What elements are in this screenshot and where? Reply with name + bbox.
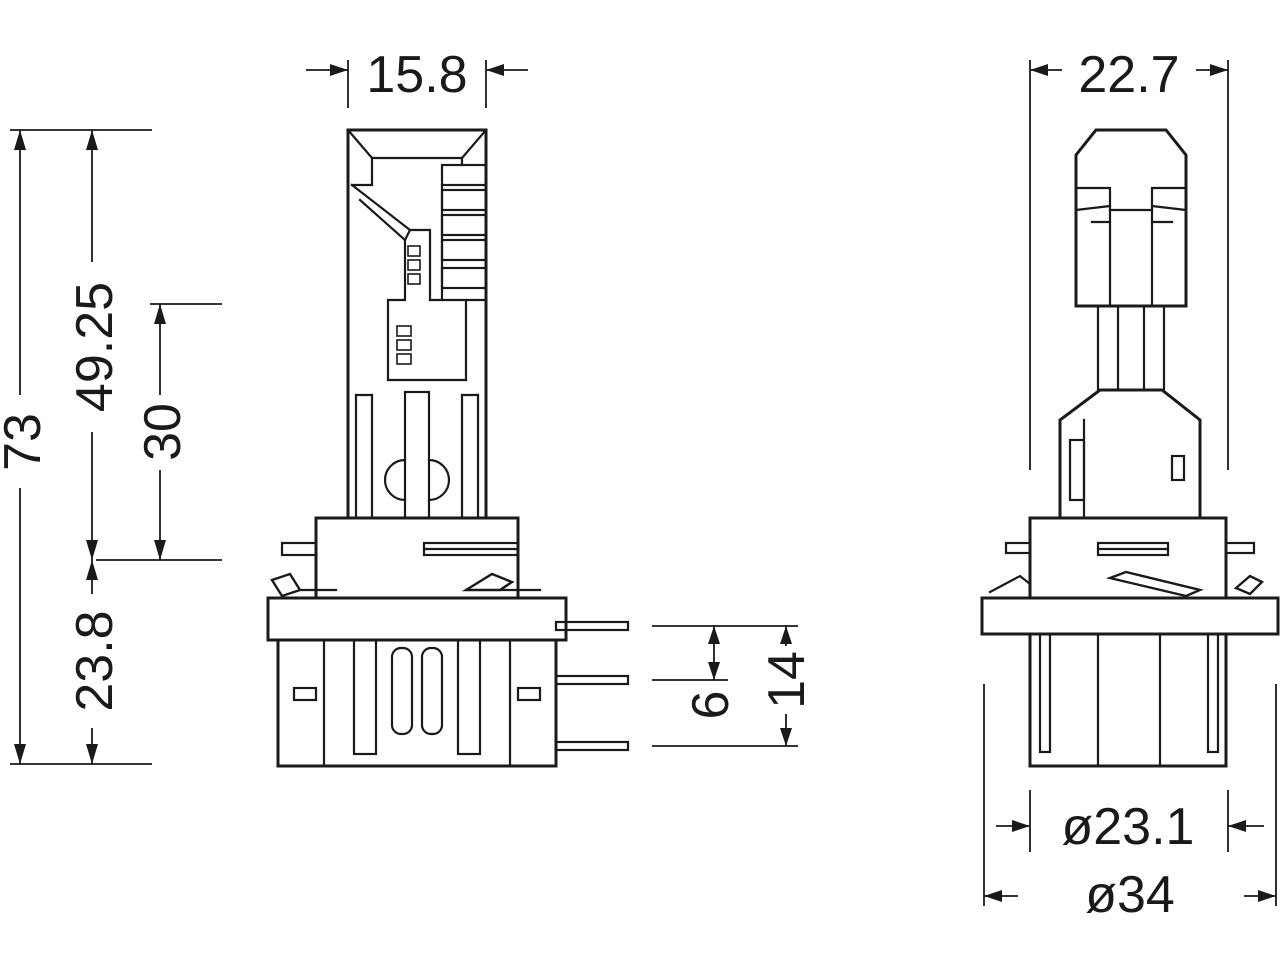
label-overall-height: 73 bbox=[0, 413, 52, 471]
side-head bbox=[1074, 128, 1188, 308]
label-inner-diameter: ø23.1 bbox=[1062, 798, 1195, 856]
side-base bbox=[1028, 632, 1228, 768]
front-base bbox=[276, 638, 558, 768]
side-view bbox=[980, 128, 1280, 768]
dimension-lines bbox=[10, 60, 1277, 906]
label-top-width-front: 15.8 bbox=[366, 46, 467, 104]
label-outer-diameter: ø34 bbox=[1085, 866, 1175, 924]
label-mid-height: 30 bbox=[134, 403, 192, 461]
front-flange bbox=[266, 596, 568, 642]
label-pin-spacing-large: 14 bbox=[758, 651, 816, 709]
side-collar bbox=[1028, 516, 1228, 600]
label-top-width-side: 22.7 bbox=[1078, 46, 1179, 104]
label-base-height: 23.8 bbox=[66, 610, 124, 711]
side-flange bbox=[980, 596, 1280, 636]
label-upper-height: 49.25 bbox=[66, 282, 124, 412]
front-view bbox=[266, 128, 630, 768]
dimension-labels: 15.8 22.7 73 49.25 30 23.8 6 14 ø23.1 ø3… bbox=[0, 46, 1194, 924]
side-shoulder bbox=[1058, 388, 1202, 518]
label-pin-spacing-small: 6 bbox=[682, 691, 740, 720]
